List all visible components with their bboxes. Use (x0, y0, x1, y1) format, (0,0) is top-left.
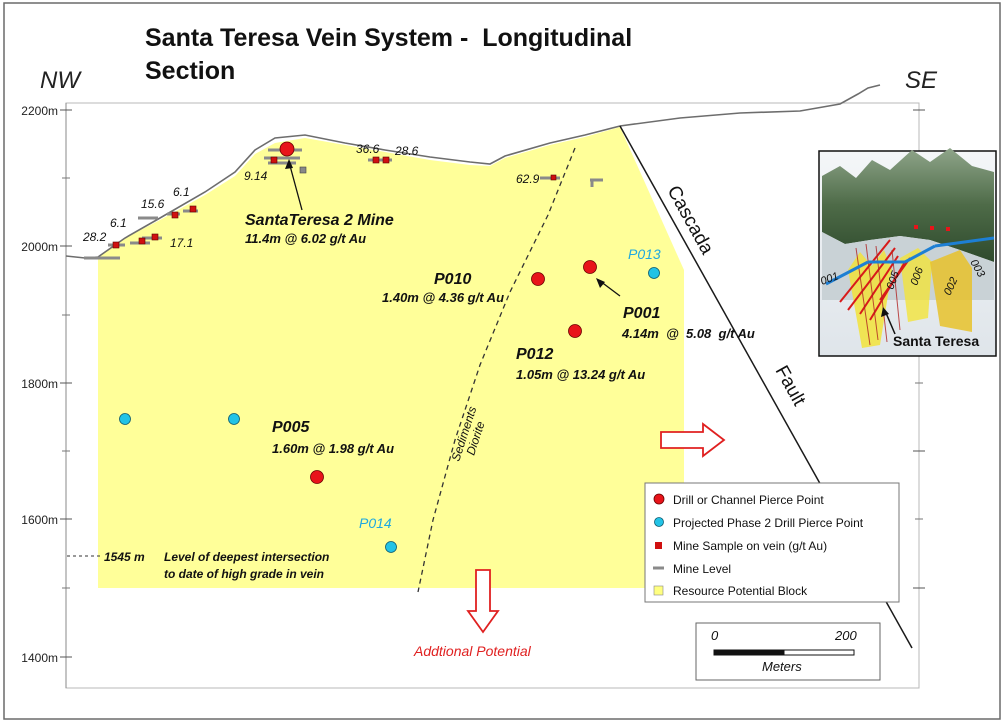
sample-value: 6.1 (110, 216, 127, 230)
sample-value: 15.6 (141, 197, 165, 211)
legend-label: Mine Sample on vein (g/t Au) (673, 539, 827, 553)
scale-bar: 0 200 Meters (695, 622, 881, 681)
hole-label-p013: P013 (628, 246, 661, 262)
hole-label-p014: P014 (359, 515, 392, 531)
legend-drill-symbol (653, 493, 665, 505)
direction-nw: NW (40, 67, 82, 94)
hole-result-p012: 1.05m @ 13.24 g/t Au (516, 367, 645, 382)
direction-se: SE (905, 67, 938, 94)
inset-label: Santa Teresa (893, 333, 979, 349)
sample-value: 36.6 (356, 142, 380, 156)
elev-label-1400: 1400m (21, 651, 58, 665)
legend-block-symbol (653, 585, 664, 596)
projected-point (119, 413, 131, 425)
mine-sample-markers (112, 156, 557, 249)
hole-label-p005: P005 (272, 419, 310, 436)
drill-point-p010 (531, 272, 545, 286)
scale-min: 0 (711, 628, 719, 643)
mine-result: 11.4m @ 6.02 g/t Au (245, 231, 366, 246)
legend-label: Drill or Channel Pierce Point (673, 493, 824, 507)
hole-result-p010: 1.40m @ 4.36 g/t Au (382, 290, 504, 305)
legend-projected-symbol (654, 517, 664, 527)
projected-point-p014 (385, 541, 397, 553)
scale-unit: Meters (762, 659, 802, 674)
drill-point-p012 (568, 324, 582, 338)
sample-value: 28.2 (82, 230, 107, 244)
mine-pierce-point (279, 141, 295, 157)
drill-point-p001 (583, 260, 597, 274)
hole-label-p010: P010 (434, 271, 471, 288)
legend-label: Projected Phase 2 Drill Pierce Point (673, 516, 864, 530)
deepest-level-line1: Level of deepest intersection (164, 550, 329, 564)
legend: Drill or Channel Pierce Point Projected … (644, 482, 900, 603)
mine-pointer-arrowhead (285, 159, 293, 169)
inset-3d-view (818, 148, 997, 357)
legend-sample-symbol (655, 542, 662, 549)
mine-levels (84, 148, 603, 260)
additional-potential-label: Addtional Potential (413, 643, 532, 659)
elev-label-2000: 2000m (21, 240, 58, 254)
mine-pointer-arrow (288, 161, 303, 211)
legend-label: Mine Level (673, 562, 731, 576)
projected-point-p013 (648, 267, 660, 279)
hole-label-p012: P012 (516, 346, 553, 363)
sample-value: 6.1 (173, 185, 190, 199)
elev-label-1800: 1800m (21, 377, 58, 391)
hole-result-p001: 4.14m @ 5.08 g/t Au (621, 326, 755, 341)
scale-max: 200 (834, 628, 857, 643)
hole-result-p005: 1.60m @ 1.98 g/t Au (272, 441, 394, 456)
inset-vein-001: 001 (819, 270, 840, 288)
title-line2: Section (145, 57, 235, 85)
mine-name: SantaTeresa 2 Mine (245, 212, 394, 229)
hole-label-p001: P001 (623, 305, 660, 322)
elevation-axis: 2200m 2000m 1800m 1600m 1400m (21, 103, 72, 688)
deepest-level-value: 1545 m (104, 550, 145, 564)
sample-value: 62.9 (516, 172, 540, 186)
resource-potential-block (98, 127, 684, 588)
p001-pointer-arrowhead (596, 278, 605, 288)
sample-value: 17.1 (170, 236, 193, 250)
legend-label: Resource Potential Block (673, 584, 808, 598)
down-potential-arrow (466, 569, 500, 634)
sediments-diorite-contact (417, 147, 576, 593)
sample-value: 9.14 (244, 169, 268, 183)
title-line1: Santa Teresa Vein System - Longitudinal (145, 24, 632, 52)
elev-label-2200: 2200m (21, 104, 58, 118)
lateral-potential-arrow (660, 422, 726, 458)
deepest-level-line2: to date of high grade in vein (164, 567, 324, 581)
projected-point (228, 413, 240, 425)
elev-label-1600: 1600m (21, 513, 58, 527)
drill-point-p005 (310, 470, 324, 484)
sample-value: 28.6 (394, 144, 419, 158)
